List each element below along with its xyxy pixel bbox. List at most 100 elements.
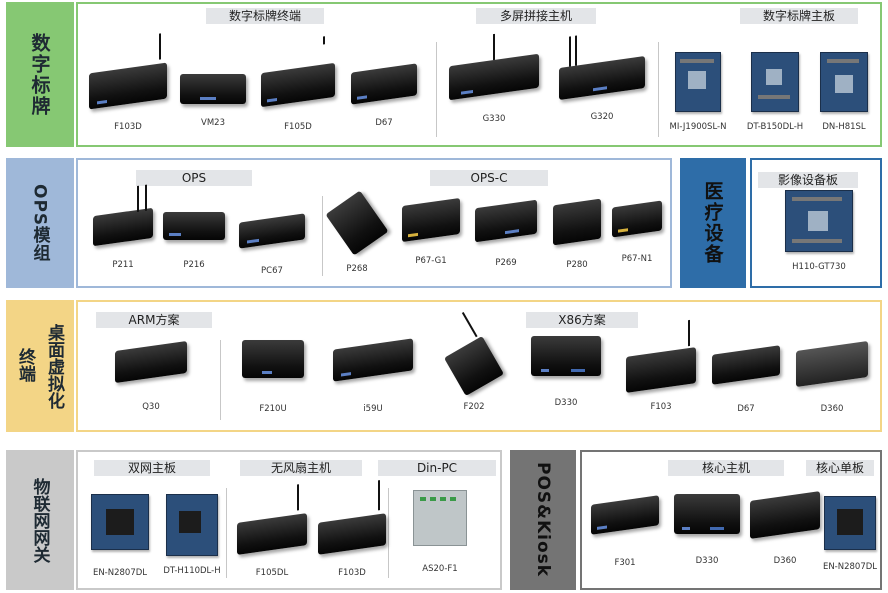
- product-label: Q30: [142, 402, 160, 412]
- product-h110-gt730[interactable]: H110-GT730: [770, 190, 868, 272]
- mini-pc-image: [626, 319, 696, 393]
- product-label: DT-H110DL-H: [163, 566, 221, 576]
- mini-pc-image: [674, 494, 740, 534]
- product-label: P67-N1: [621, 254, 653, 264]
- product-p216[interactable]: P216: [158, 204, 230, 270]
- product-f202[interactable]: F202: [434, 311, 514, 412]
- group-fanless-host: 无风扇主机: [240, 460, 362, 476]
- product-label: F301: [614, 558, 636, 568]
- desktop-frame: [76, 300, 882, 432]
- motherboard-image: [91, 494, 149, 550]
- product-f103d[interactable]: F103D: [84, 33, 172, 132]
- product-label: D360: [773, 556, 797, 566]
- product-label: VM23: [201, 118, 225, 128]
- product-p67-n1[interactable]: P67-N1: [606, 198, 668, 264]
- mini-pc-image: [239, 213, 305, 249]
- product-pc67[interactable]: PC67: [234, 208, 310, 276]
- mini-pc-image: [261, 36, 335, 108]
- product-d330[interactable]: D330: [524, 336, 608, 408]
- product-f105dl[interactable]: F105DL: [232, 484, 312, 578]
- mini-pc-image: [712, 345, 780, 385]
- desktop-virtualization-label: 桌面虚拟化 终端: [6, 300, 74, 432]
- product-p268[interactable]: P268: [325, 190, 389, 274]
- product-d67[interactable]: D67: [706, 344, 786, 414]
- pos-kiosk-label: POS&Kiosk: [510, 450, 576, 590]
- product-label: F103D: [114, 122, 142, 132]
- product-p211[interactable]: P211: [86, 184, 160, 270]
- product-label: F105D: [284, 122, 312, 132]
- group-imaging-board: 影像设备板: [758, 172, 858, 188]
- product-p269[interactable]: P269: [470, 198, 542, 268]
- product-label: i59U: [363, 404, 383, 414]
- separator: [322, 196, 323, 276]
- product-f103d[interactable]: F103D: [312, 480, 392, 578]
- product-label: MI-J1900SL-N: [669, 122, 727, 132]
- product-label: F103D: [338, 568, 366, 578]
- mini-pc-image: [242, 340, 304, 378]
- product-label: F105DL: [255, 568, 289, 578]
- product-d360[interactable]: D360: [744, 491, 826, 566]
- product-d330[interactable]: D330: [666, 494, 748, 566]
- product-label: D330: [695, 556, 719, 566]
- mini-pc-image: [402, 197, 460, 243]
- product-dn-h81sl[interactable]: DN-H81SL: [812, 52, 876, 132]
- signage-frame: [76, 2, 882, 147]
- motherboard-image: [675, 52, 721, 112]
- product-en-n2807dl-pos[interactable]: EN-N2807DL: [818, 496, 882, 572]
- product-label: P268: [346, 264, 368, 274]
- mini-pc-image: [325, 190, 389, 256]
- mini-pc-image: [559, 35, 645, 101]
- product-f105d[interactable]: F105D: [256, 36, 340, 132]
- product-d67[interactable]: D67: [344, 56, 424, 128]
- product-q30[interactable]: Q30: [106, 336, 196, 412]
- product-f103[interactable]: F103: [618, 319, 704, 412]
- iot-label: 物联网网关: [6, 450, 74, 590]
- product-g330[interactable]: G330: [444, 33, 544, 124]
- mini-pc-image: [163, 212, 225, 240]
- mini-pc-image: [553, 198, 601, 246]
- medical-label: 医疗设备: [680, 158, 746, 288]
- product-d360[interactable]: D360: [790, 340, 874, 414]
- group-dual-lan-board: 双网主板: [94, 460, 210, 476]
- group-arm: ARM方案: [96, 312, 212, 328]
- product-dt-h110dl-h[interactable]: DT-H110DL-H: [156, 494, 228, 576]
- product-mi-j1900sl-n[interactable]: MI-J1900SL-N: [664, 52, 732, 132]
- group-x86: X86方案: [526, 312, 638, 328]
- product-label: P67-G1: [415, 256, 447, 266]
- product-as20-f1[interactable]: AS20-F1: [400, 490, 480, 574]
- group-ops-c: OPS-C: [430, 170, 548, 186]
- mini-pc-image: [351, 63, 417, 105]
- product-label: EN-N2807DL: [92, 568, 148, 578]
- product-label: P269: [495, 258, 517, 268]
- mini-pc-image: [115, 340, 187, 384]
- motherboard-image: [820, 52, 868, 112]
- product-en-n2807dl[interactable]: EN-N2807DL: [84, 494, 156, 578]
- product-label: F202: [463, 402, 485, 412]
- separator: [658, 42, 659, 137]
- product-f301[interactable]: F301: [584, 495, 666, 568]
- product-label: DT-B150DL-H: [746, 122, 804, 132]
- product-g320[interactable]: G320: [554, 35, 650, 122]
- product-i59u[interactable]: i59U: [326, 338, 420, 414]
- product-p280[interactable]: P280: [546, 198, 608, 270]
- product-label: D330: [554, 398, 578, 408]
- mini-pc-image: [333, 338, 413, 382]
- mini-pc-image: [237, 484, 307, 555]
- label-line: 终端: [15, 347, 35, 382]
- group-core-board: 核心单板: [806, 460, 874, 476]
- product-vm23[interactable]: VM23: [174, 56, 252, 128]
- product-label: P280: [566, 260, 588, 270]
- product-dt-b150dl-h[interactable]: DT-B150DL-H: [738, 52, 812, 132]
- motherboard-image: [751, 52, 799, 112]
- mini-pc-image: [318, 480, 386, 555]
- product-label: F103: [650, 402, 672, 412]
- product-label: H110-GT730: [792, 262, 846, 272]
- mini-pc-image: [93, 184, 153, 247]
- mini-pc-image: [591, 495, 659, 535]
- separator: [436, 42, 437, 137]
- mini-pc-image: [796, 340, 868, 388]
- motherboard-image: [824, 496, 876, 550]
- group-ops: OPS: [136, 170, 252, 186]
- product-f210u[interactable]: F210U: [232, 340, 314, 414]
- product-p67-g1[interactable]: P67-G1: [396, 194, 466, 266]
